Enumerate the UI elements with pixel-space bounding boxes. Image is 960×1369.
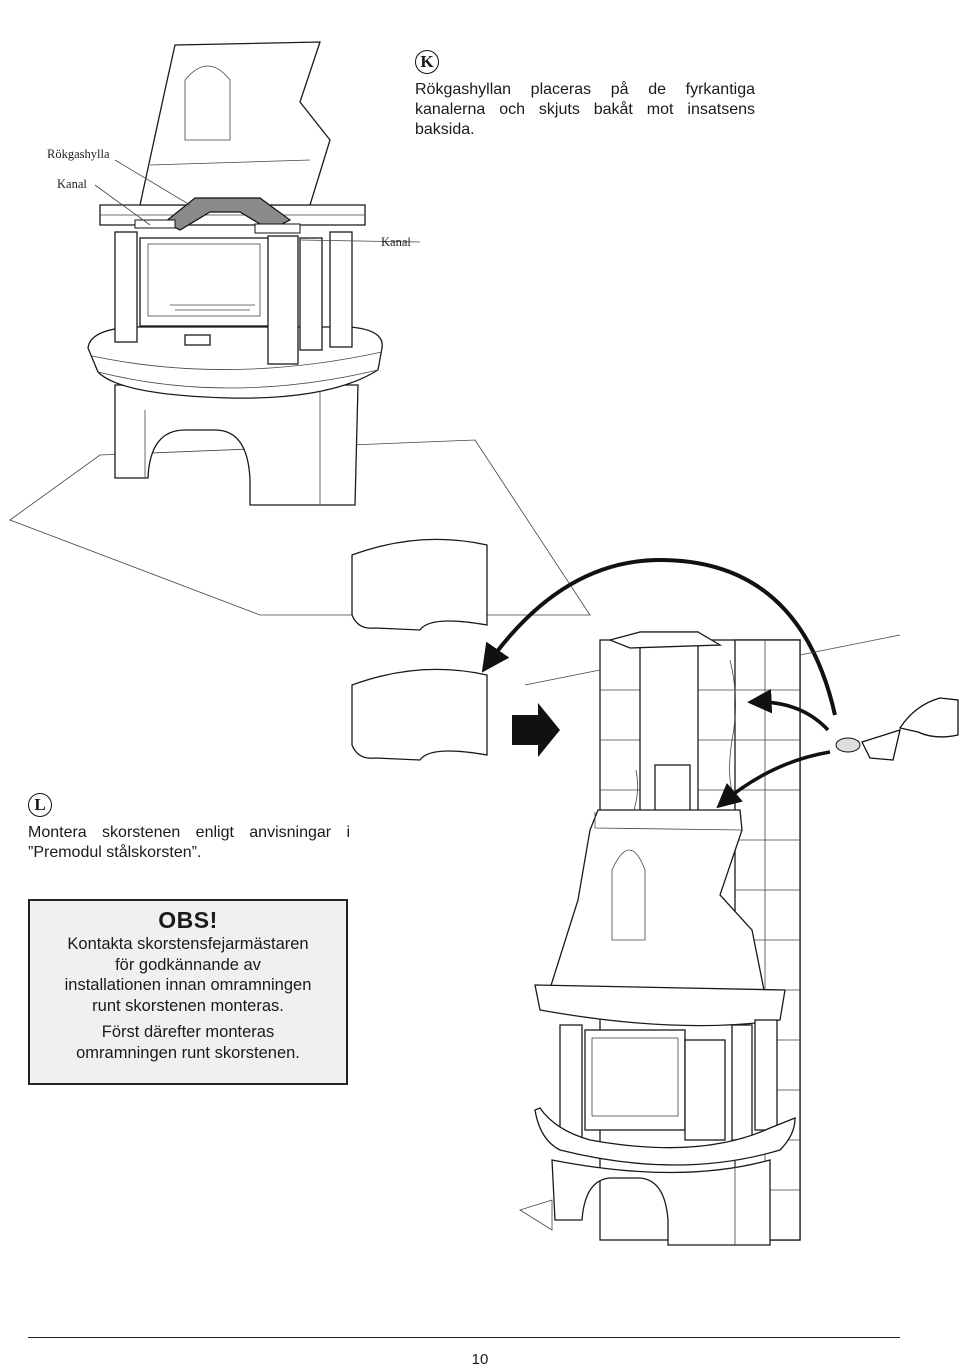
fireplace-bottom-illustration (519, 631, 801, 1246)
callout-kanal-left: Kanal (57, 177, 87, 191)
chimney-cover-parts (351, 538, 488, 761)
fireplace-top-illustration (9, 41, 591, 616)
obs-line: installationen innan omramningen (64, 976, 312, 994)
curved-arrow-icon (716, 750, 831, 809)
curved-arrow-icon (747, 688, 830, 732)
trowel-hand-icon (835, 697, 959, 761)
section-k-instruction: Rökgashyllan placeras på de fyrkantiga k… (415, 81, 755, 138)
obs-line: runt skorstenen monteras. (92, 996, 284, 1015)
section-k-letter: K (415, 50, 439, 74)
section-l-letter: L (28, 793, 52, 817)
obs-line: för godkännande av (115, 955, 261, 974)
section-l-instruction: Montera skorstenen enligt anvisningar i … (28, 824, 350, 861)
obs-line: Först därefter monteras (101, 1023, 275, 1041)
page-number: 10 (471, 1351, 489, 1368)
obs-title: OBS! (158, 907, 218, 933)
callout-kanal-right: Kanal (381, 235, 411, 249)
curved-arrow-icon (481, 557, 837, 716)
process-arrow-icon (512, 703, 560, 757)
obs-line: Kontakta skorstensfejarmästaren (67, 935, 309, 953)
callout-rokgashylla: Rökgashylla (47, 147, 110, 161)
obs-line: omramningen runt skorstenen. (76, 1043, 300, 1062)
footer-divider (28, 1337, 900, 1338)
obs-warning-box: OBS! Kontakta skorstensfejarmästaren för… (28, 899, 348, 1085)
